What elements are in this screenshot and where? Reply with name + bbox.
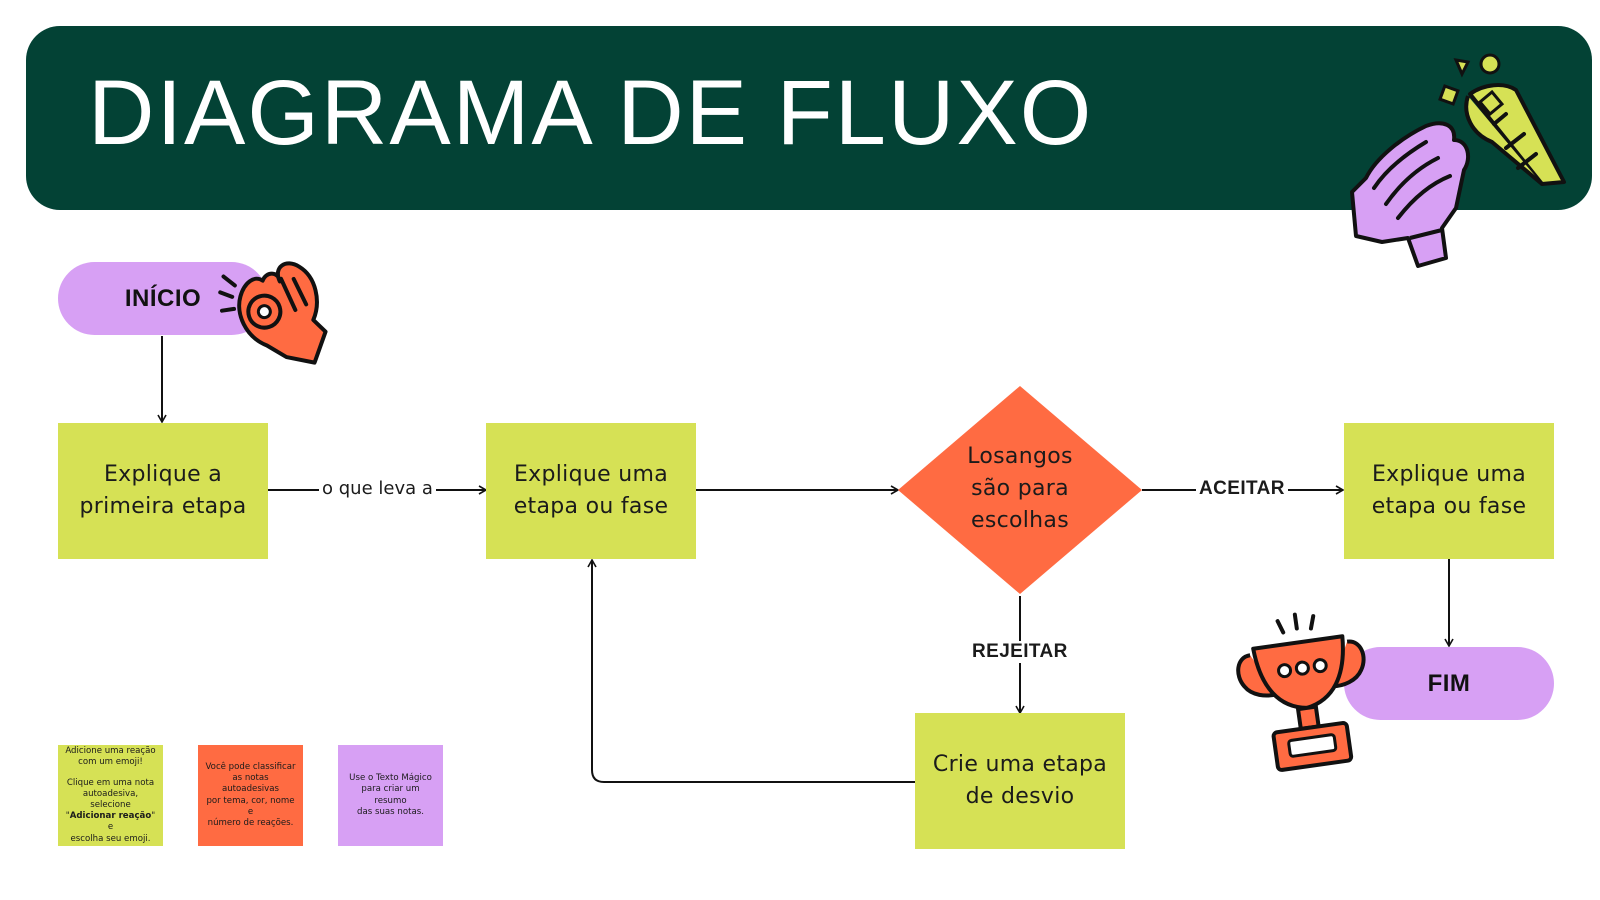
step-node-third: Explique uma etapa ou fase: [1344, 423, 1554, 559]
decision-label: Losangos são para escolhas: [940, 441, 1100, 537]
step-node-first: Explique a primeira etapa: [58, 423, 268, 559]
party-popper-icon: [1438, 53, 1566, 186]
trophy-icon: [1236, 612, 1366, 772]
clapping-hands-icon: [1350, 121, 1471, 268]
note-text: as notas autoadesivas: [221, 773, 280, 795]
decision-label-line: são para: [971, 476, 1069, 501]
edge-label-reject: REJEITAR: [969, 641, 1071, 663]
step-node-second: Explique uma etapa ou fase: [486, 423, 696, 559]
arrow-detour-to-step2: [587, 558, 915, 783]
note-text: para criar um resumo: [361, 784, 420, 806]
note-text: escolha seu emoji.: [70, 833, 151, 844]
note-text-bold: Adicionar reação: [69, 811, 152, 822]
step-node-first-line: Explique a: [103, 462, 222, 487]
note-text: número de reações.: [207, 817, 294, 828]
step-node-second-line: Explique uma: [513, 462, 668, 487]
step-node-second-line: etapa ou fase: [513, 494, 669, 519]
decision-label-line: escolhas: [971, 508, 1069, 533]
step-node-third-line: etapa ou fase: [1371, 494, 1527, 519]
step-node-first-line: primeira etapa: [79, 494, 247, 519]
note-text: das suas notas.: [357, 806, 424, 817]
page-title: DIAGRAMA DE FLUXO: [88, 62, 1094, 164]
note-text: Use o Texto Mágico: [349, 773, 432, 784]
note-text: Você pode classificar: [205, 761, 296, 772]
note-text: e: [107, 822, 114, 833]
decision-label-line: Losangos: [967, 444, 1073, 469]
decision-diamond: [898, 386, 1142, 594]
note-text: Adicione uma reação: [65, 746, 156, 757]
edge-label-leads-to: o que leva a: [319, 478, 436, 499]
sticky-note-green[interactable]: Adicione uma reação com um emoji! Clique…: [58, 745, 163, 846]
header-banner: [26, 26, 1592, 210]
ok-hand-icon: [218, 261, 328, 365]
end-node: FIM: [1344, 647, 1554, 720]
detour-node: Crie uma etapa de desvio: [915, 713, 1125, 849]
start-node: INÍCIO: [58, 262, 268, 335]
step-node-third-line: Explique uma: [1371, 462, 1526, 487]
edge-label-accept: ACEITAR: [1196, 478, 1288, 500]
note-text: Clique em uma nota: [66, 777, 155, 788]
detour-node-line: Crie uma etapa: [932, 752, 1108, 777]
sticky-note-purple[interactable]: Use o Texto Mágico para criar um resumo …: [338, 745, 443, 846]
note-text: com um emoji!: [78, 757, 143, 768]
note-text: por tema, cor, nome e: [206, 795, 295, 817]
note-text: autoadesiva, selecione: [82, 788, 139, 810]
detour-node-line: de desvio: [965, 784, 1075, 809]
sticky-note-orange[interactable]: Você pode classificar as notas autoadesi…: [198, 745, 303, 846]
